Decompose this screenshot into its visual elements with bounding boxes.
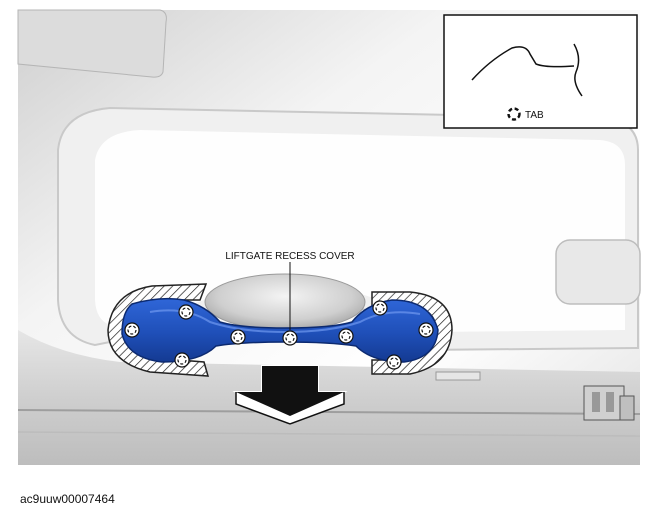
tab-marker — [124, 322, 140, 338]
bumper-edge-line-lower — [17, 431, 641, 437]
tab-ring-icon — [507, 107, 521, 121]
legend-box: TAB — [443, 14, 638, 129]
tab-marker — [178, 304, 194, 320]
tab-marker — [386, 354, 402, 370]
tab-marker — [372, 300, 388, 316]
opening-inner-shadow — [95, 130, 625, 332]
right-handle-pocket — [555, 239, 641, 305]
upper-window-panel — [17, 9, 167, 78]
tab-marker — [174, 352, 190, 368]
callout-label: LIFTGATE RECESS COVER — [225, 251, 354, 262]
tab-marker — [418, 322, 434, 338]
figure-code: ac9uuw00007464 — [20, 492, 115, 506]
cover-tabs — [124, 300, 434, 370]
cover-highlight — [149, 309, 421, 334]
handle-recess — [204, 273, 366, 331]
tab-marker — [338, 328, 354, 344]
trim-strip — [435, 371, 481, 381]
tab-marker — [282, 330, 298, 346]
tab-marker — [230, 329, 246, 345]
tab-profile-drawing — [471, 43, 583, 97]
arrow-body — [236, 366, 344, 416]
bumper-edge-line — [17, 409, 641, 415]
legend-label: TAB — [525, 110, 544, 121]
latch-component — [583, 385, 635, 421]
